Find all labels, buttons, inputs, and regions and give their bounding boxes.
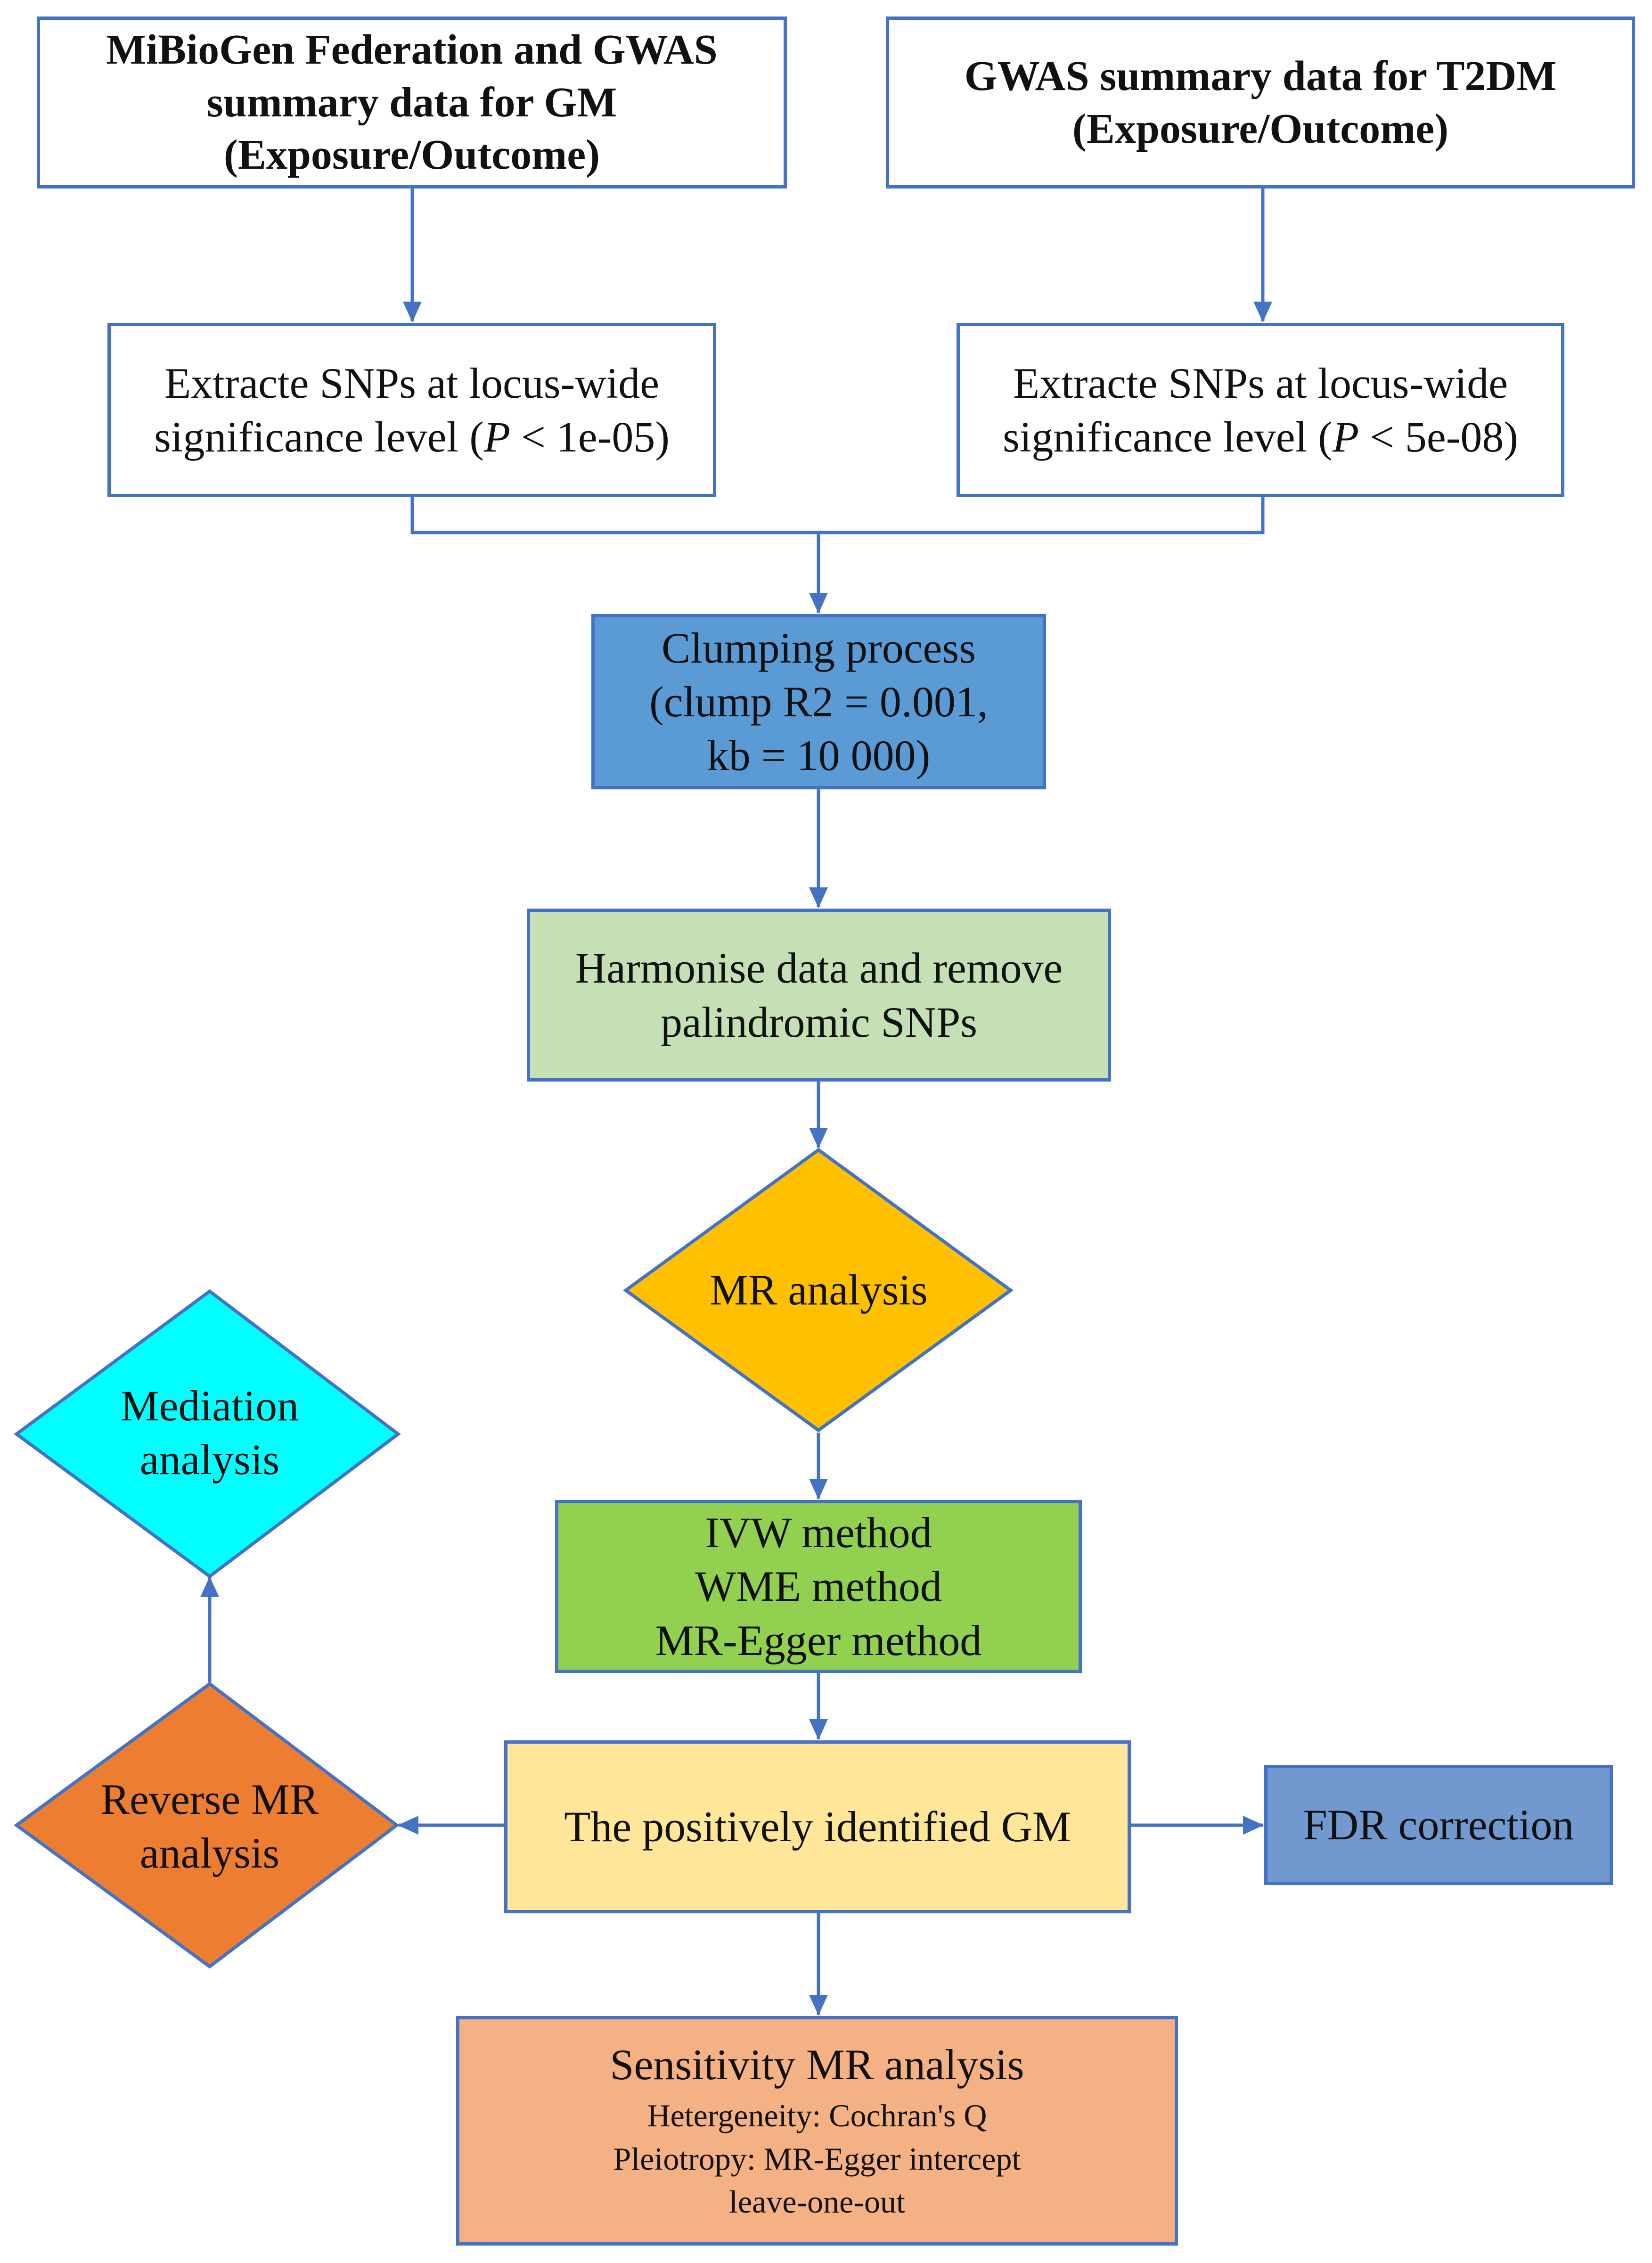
sensitivity-pleiotropy: Pleiotropy: MR-Egger intercept — [613, 2140, 1021, 2177]
mediation-line2: analysis — [139, 1435, 280, 1484]
sensitivity-leave-one-out: leave-one-out — [729, 2184, 905, 2220]
t2dm-source-line2: (Exposure/Outcome) — [1072, 105, 1449, 152]
sensitivity-heterogeneity: Hetergeneity: Cochran's Q — [647, 2097, 987, 2133]
gm-extract-box: Extracte SNPs at locus-wide significance… — [107, 323, 716, 497]
methods-line1: IVW method — [705, 1509, 932, 1557]
gm-extract-line1: Extracte SNPs at locus-wide — [164, 359, 660, 407]
methods-line3: MR-Egger method — [655, 1616, 982, 1664]
positive-gm-box: The positively identified GM — [504, 1740, 1131, 1913]
gm-source-line3: (Exposure/Outcome) — [223, 131, 600, 179]
harmonise-line1: Harmonise data and remove — [575, 944, 1063, 992]
gm-extract-line2: significance level (P < 1e-05) — [154, 410, 670, 464]
t2dm-extract-line1: Extracte SNPs at locus-wide — [1013, 359, 1508, 407]
t2dm-extract-threshold: < 5e-08) — [1359, 413, 1519, 461]
t2dm-extract-prefix: significance level ( — [1002, 413, 1333, 461]
fdr-box: FDR correction — [1264, 1765, 1613, 1885]
gm-extract-threshold: < 1e-05) — [510, 413, 670, 461]
methods-box: IVW method WME method MR-Egger method — [555, 1500, 1082, 1673]
reverse-mr-line1: Reverse MR — [100, 1775, 319, 1823]
reverse-mr-line2: analysis — [139, 1829, 280, 1877]
sensitivity-box: Sensitivity MR analysis Hetergeneity: Co… — [456, 2016, 1178, 2246]
positive-gm-label: The positively identified GM — [564, 1803, 1071, 1851]
clumping-box: Clumping process (clump R2 = 0.001, kb =… — [591, 614, 1046, 789]
clumping-line3: kb = 10 000) — [707, 731, 931, 780]
harmonise-box: Harmonise data and remove palindromic SN… — [527, 909, 1111, 1082]
t2dm-extract-p-symbol: P — [1332, 413, 1359, 461]
gm-extract-p-symbol: P — [483, 413, 511, 461]
reverse-mr-label-area: Reverse MR analysis — [80, 1755, 339, 1897]
t2dm-extract-box: Extracte SNPs at locus-wide significance… — [957, 323, 1564, 497]
mr-analysis-label: MR analysis — [710, 1266, 928, 1314]
gm-source-line2: summary data for GM — [206, 79, 617, 126]
gm-source-box: MiBioGen Federation and GWAS summary dat… — [37, 16, 787, 189]
reverse-mr-diamond — [14, 1681, 400, 1969]
t2dm-source-box: GWAS summary data for T2DM (Exposure/Out… — [886, 16, 1635, 189]
clumping-line1: Clumping process — [662, 623, 976, 672]
t2dm-extract-line2: significance level (P < 5e-08) — [1003, 410, 1518, 464]
gm-source-line1: MiBioGen Federation and GWAS — [106, 26, 718, 74]
mr-analysis-label-area: MR analysis — [674, 1225, 964, 1355]
methods-line2: WME method — [695, 1562, 942, 1611]
sensitivity-title: Sensitivity MR analysis — [610, 2040, 1024, 2089]
mediation-line1: Mediation — [120, 1381, 299, 1430]
mediation-analysis-diamond — [14, 1289, 401, 1579]
connector-extract-merge — [410, 497, 1265, 534]
mr-analysis-diamond — [623, 1148, 1014, 1433]
harmonise-line2: palindromic SNPs — [660, 998, 978, 1046]
clumping-line2: (clump R2 = 0.001, — [649, 677, 988, 726]
t2dm-source-line1: GWAS summary data for T2DM — [964, 52, 1557, 99]
gm-extract-prefix: significance level ( — [154, 413, 484, 461]
mediation-label-area: Mediation analysis — [85, 1362, 335, 1503]
fdr-label: FDR correction — [1303, 1801, 1574, 1849]
